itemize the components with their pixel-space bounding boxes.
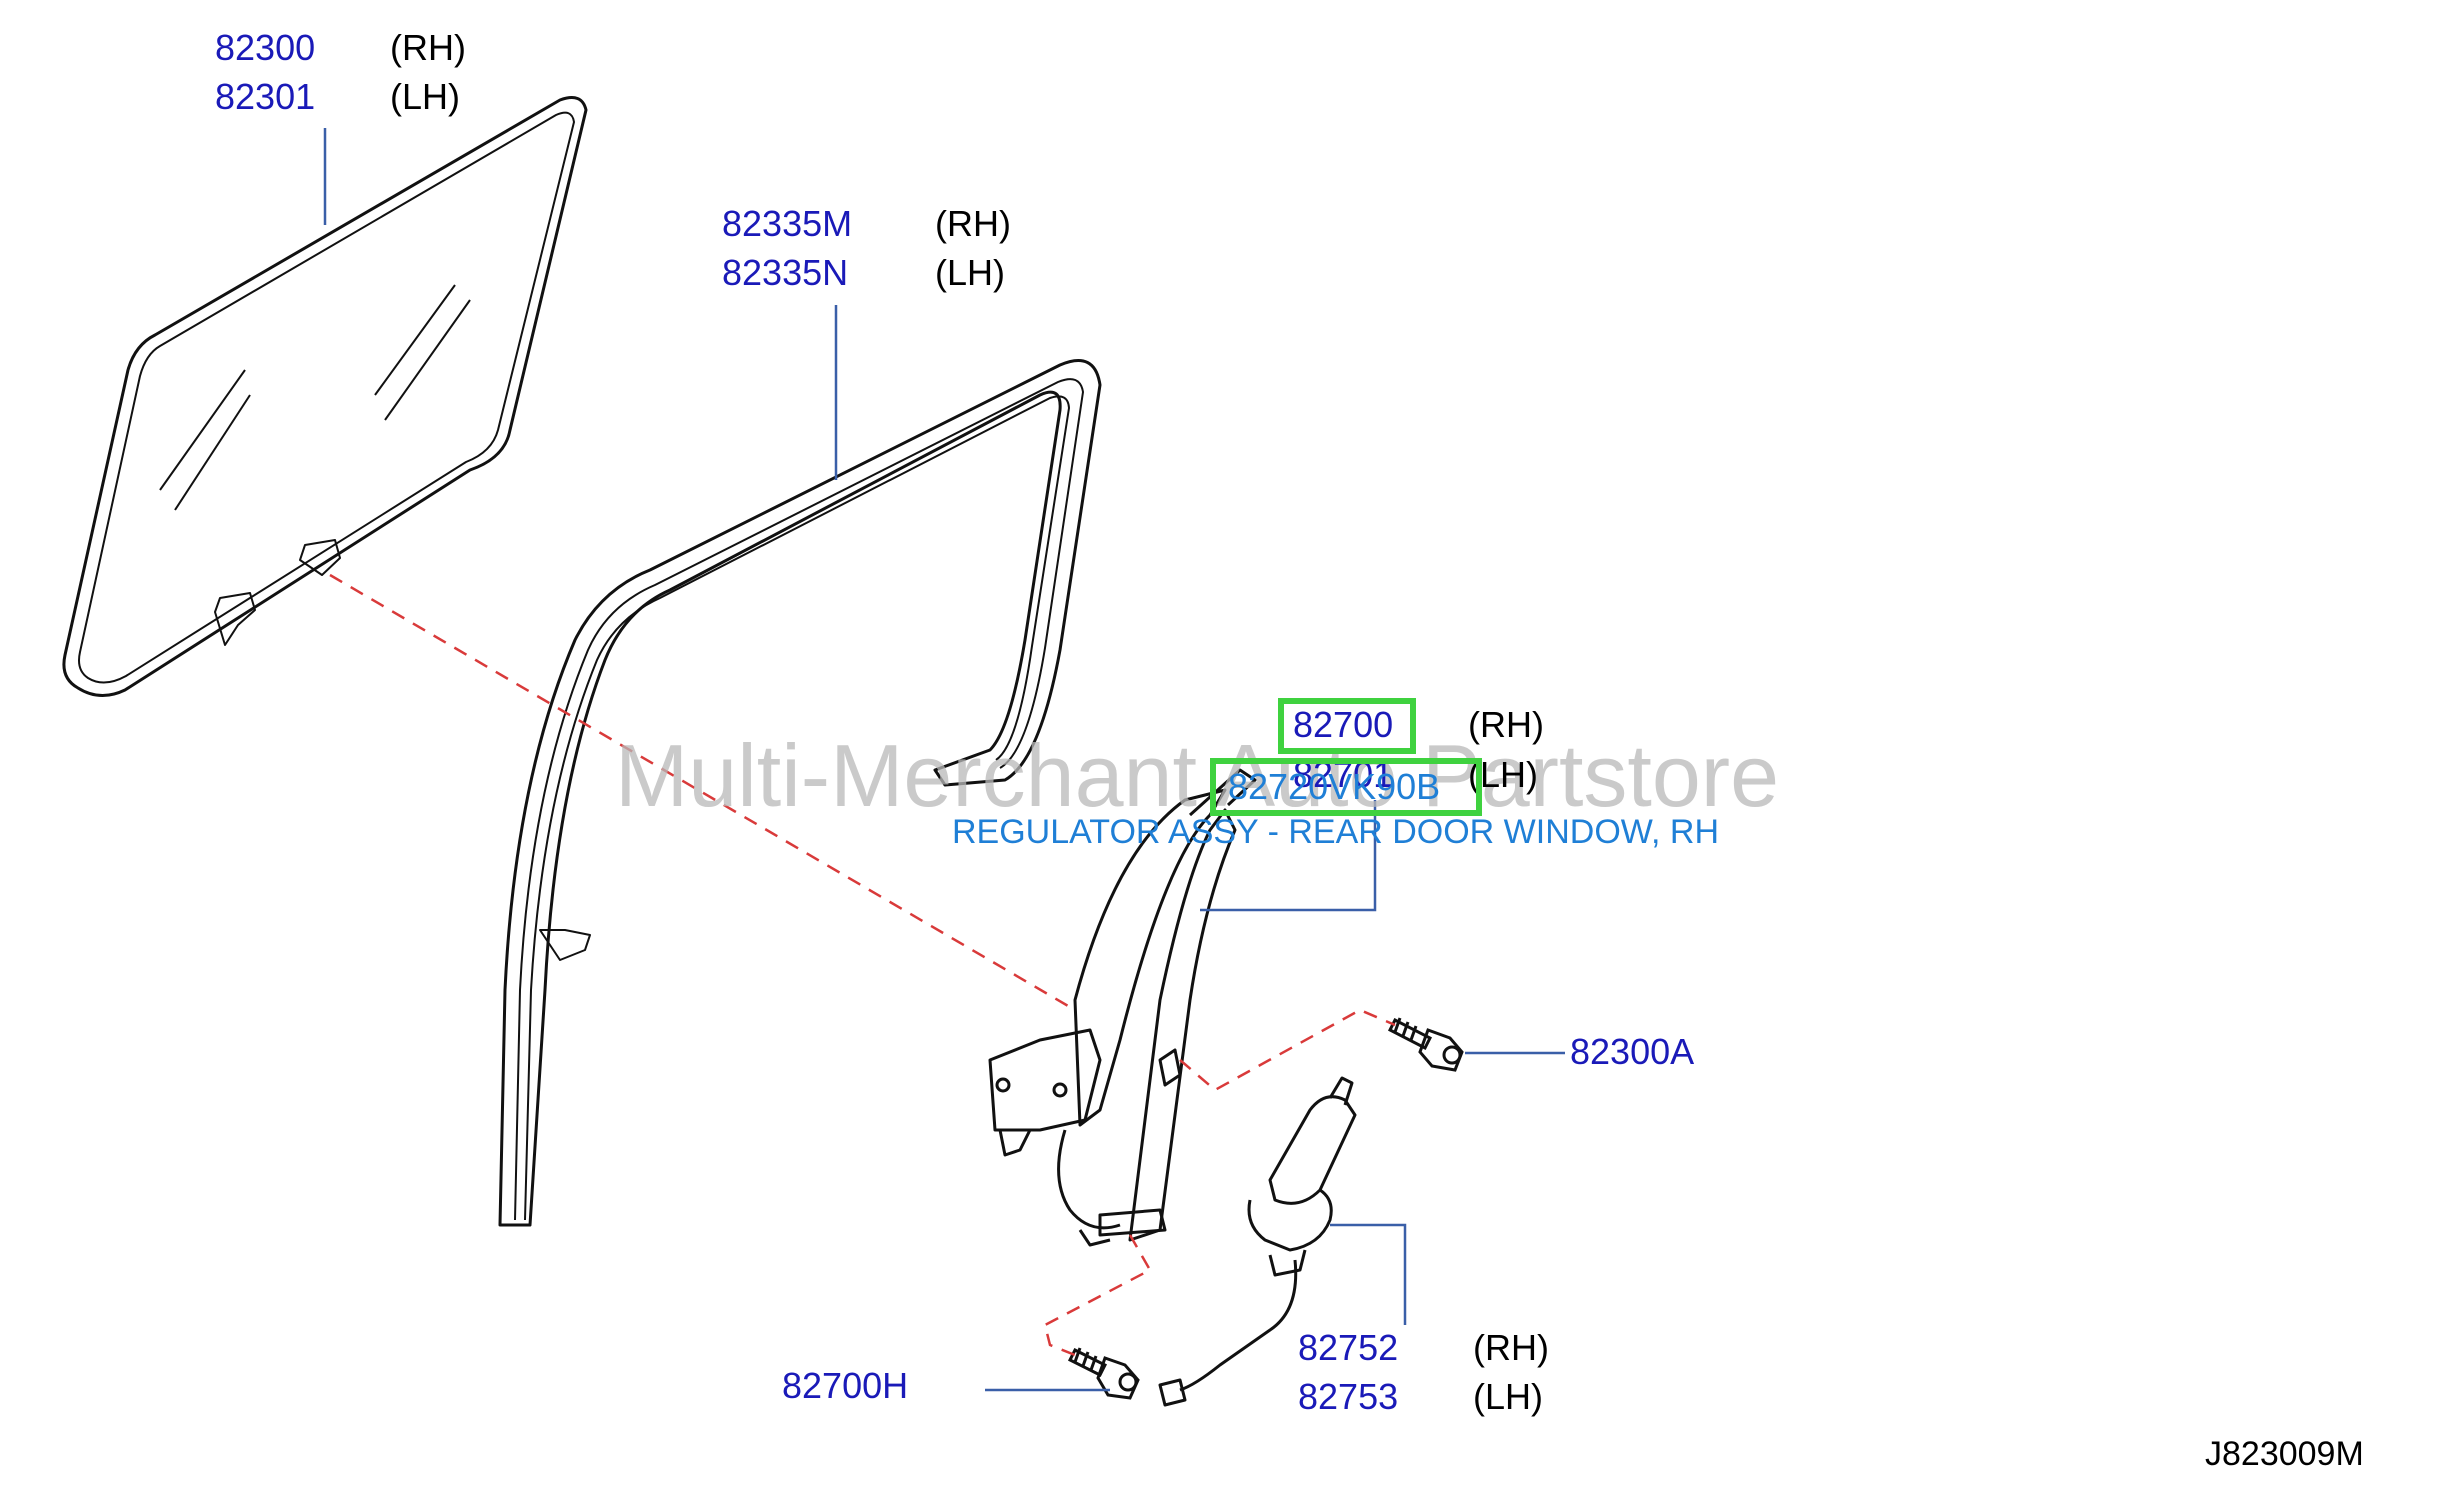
side-label-glass-rh: (RH) [390, 27, 466, 68]
part-number-bolt-upper[interactable]: 82300A [1570, 1031, 1695, 1072]
side-label-glass-lh: (LH) [390, 76, 460, 117]
door-glass [62, 96, 588, 697]
selected-part-number[interactable]: 82720VK90B [1228, 766, 1441, 807]
leader-lines [323, 128, 1565, 1392]
part-number-regulator-rh[interactable]: 82700 [1293, 704, 1394, 745]
alignment-dashes [329, 573, 1396, 1357]
side-label-regulator-rh: (RH) [1468, 704, 1544, 745]
part-number-glass-rh[interactable]: 82300 [215, 27, 316, 68]
highlight-box-selected-part [1210, 758, 1482, 816]
part-number-channel-rh[interactable]: 82335M [722, 203, 853, 244]
window-regulator [988, 768, 1257, 1247]
glass-run-channel [498, 359, 1102, 1227]
side-label-motor-rh: (RH) [1473, 1327, 1549, 1368]
watermark: Multi-Merchant Auto Partstore [615, 726, 1780, 825]
regulator-motor [1158, 1076, 1357, 1407]
diagram-code: J823009M [2205, 1435, 2364, 1473]
side-label-motor-lh: (LH) [1473, 1376, 1543, 1417]
highlight-box-regulator [1278, 698, 1416, 754]
part-number-bolt-lower[interactable]: 82700H [782, 1365, 909, 1406]
part-number-motor-lh[interactable]: 82753 [1298, 1376, 1399, 1417]
bolt-lower-icon [1067, 1347, 1140, 1400]
part-number-channel-lh[interactable]: 82335N [722, 252, 849, 293]
side-label-channel-lh: (LH) [935, 252, 1005, 293]
part-number-motor-rh[interactable]: 82752 [1298, 1327, 1399, 1368]
bolt-upper-icon [1387, 1017, 1464, 1072]
part-number-glass-lh[interactable]: 82301 [215, 76, 316, 117]
selected-part-description: REGULATOR ASSY - REAR DOOR WINDOW, RH [952, 813, 1719, 851]
side-label-channel-rh: (RH) [935, 203, 1011, 244]
